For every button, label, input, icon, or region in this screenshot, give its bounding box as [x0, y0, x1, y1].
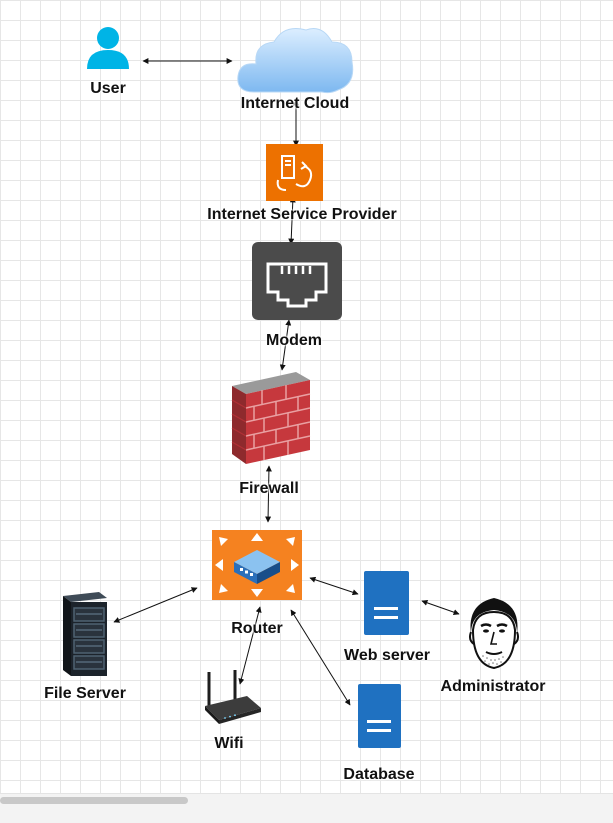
- file-server-label: File Server: [44, 685, 126, 702]
- modem-node[interactable]: [252, 242, 342, 320]
- cloud-icon: [237, 28, 354, 94]
- file-server-node[interactable]: [59, 592, 111, 676]
- connector-router-file-server[interactable]: [113, 587, 198, 623]
- wifi-node[interactable]: [203, 668, 263, 726]
- person-face-icon: [469, 598, 519, 670]
- administrator-node[interactable]: [465, 594, 523, 672]
- firewall-node[interactable]: [226, 370, 312, 466]
- administrator-label: Administrator: [440, 678, 546, 695]
- internet-cloud-label: Internet Cloud: [240, 95, 350, 112]
- user-icon: [87, 27, 129, 69]
- connector-router-web-server[interactable]: [309, 576, 359, 596]
- server-rack-icon: [63, 592, 107, 676]
- scrollbar-thumb[interactable]: [0, 797, 188, 804]
- ethernet-port-icon: [252, 242, 342, 320]
- connector-router-database[interactable]: [290, 609, 351, 706]
- database-node[interactable]: [358, 684, 401, 748]
- server-icon: [358, 684, 401, 748]
- web-server-label: Web server: [344, 647, 430, 664]
- horizontal-scrollbar[interactable]: [0, 793, 613, 823]
- isp-label: Internet Service Provider: [207, 206, 397, 223]
- connector-web-server-admin[interactable]: [421, 599, 460, 616]
- wireless-router-icon: [205, 670, 261, 724]
- database-label: Database: [343, 766, 415, 783]
- router-node[interactable]: [212, 530, 302, 600]
- internet-cloud-node[interactable]: [234, 22, 356, 96]
- brick-wall-icon: [231, 372, 311, 464]
- modem-label: Modem: [266, 332, 322, 349]
- server-icon: [364, 571, 409, 635]
- user-label: User: [90, 80, 126, 97]
- wifi-label: Wifi: [214, 735, 244, 752]
- router-label: Router: [231, 620, 283, 637]
- user-node[interactable]: [86, 25, 130, 69]
- router-icon: [212, 530, 302, 600]
- isp-icon: [266, 144, 323, 201]
- firewall-label: Firewall: [239, 480, 299, 497]
- isp-node[interactable]: [266, 144, 323, 201]
- web-server-node[interactable]: [364, 571, 409, 635]
